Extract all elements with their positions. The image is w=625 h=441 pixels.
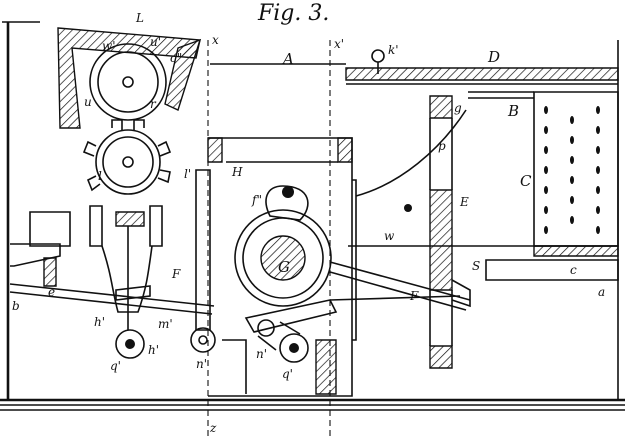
label-S: S (472, 259, 480, 273)
label-F2: F (409, 289, 419, 303)
label-r: r (150, 97, 157, 111)
figure-title: Fig. 3. (257, 1, 329, 26)
label-B: B (507, 102, 519, 120)
connecting-rod (329, 109, 471, 311)
central-housing (207, 137, 357, 397)
label-g: g (454, 101, 462, 115)
label-c: c (570, 263, 577, 277)
labels: L A x x' D k' B g C c a E S p w F H G f"… (12, 11, 605, 435)
label-h2: h' (148, 343, 159, 357)
perforated-plate (468, 91, 619, 281)
lower-linkage (244, 295, 461, 363)
label-G: G (278, 258, 290, 276)
label-u: u (84, 95, 92, 109)
label-b: b (12, 299, 20, 313)
label-e: e (48, 285, 55, 299)
label-C: C (520, 172, 532, 190)
label-x1: x' (334, 37, 344, 51)
top-slide (210, 49, 619, 85)
perforations (544, 106, 600, 234)
gear-wheel (82, 119, 172, 195)
label-H: H (231, 165, 243, 179)
label-f2: f" (251, 193, 262, 207)
label-h1: h' (94, 315, 105, 329)
label-l1: l' (184, 167, 191, 181)
label-D: D (487, 48, 500, 66)
label-n1: n' (256, 347, 267, 361)
label-w1: w' (102, 39, 116, 53)
label-a: a (598, 285, 605, 299)
section-lines (207, 40, 331, 436)
label-p: p (438, 139, 446, 153)
label-q1: q' (282, 367, 293, 381)
label-A: A (281, 50, 294, 68)
main-shaft (234, 185, 332, 307)
vertical-slide (404, 95, 471, 369)
label-n3: n' (196, 357, 207, 371)
label-u1: u' (150, 35, 161, 49)
label-m1: m' (158, 317, 173, 331)
hopper (57, 27, 202, 129)
label-w: w (384, 229, 395, 243)
label-F: F (171, 267, 181, 281)
side-rod (190, 169, 216, 353)
label-z: z (209, 421, 217, 435)
label-l: l (98, 169, 102, 183)
label-k: k' (388, 43, 399, 57)
label-x: x (212, 33, 219, 47)
label-L: L (135, 11, 144, 25)
label-E: E (459, 195, 469, 209)
label-c2: c" (170, 51, 182, 65)
left-bracket (9, 205, 215, 359)
label-q2: q' (110, 359, 121, 373)
